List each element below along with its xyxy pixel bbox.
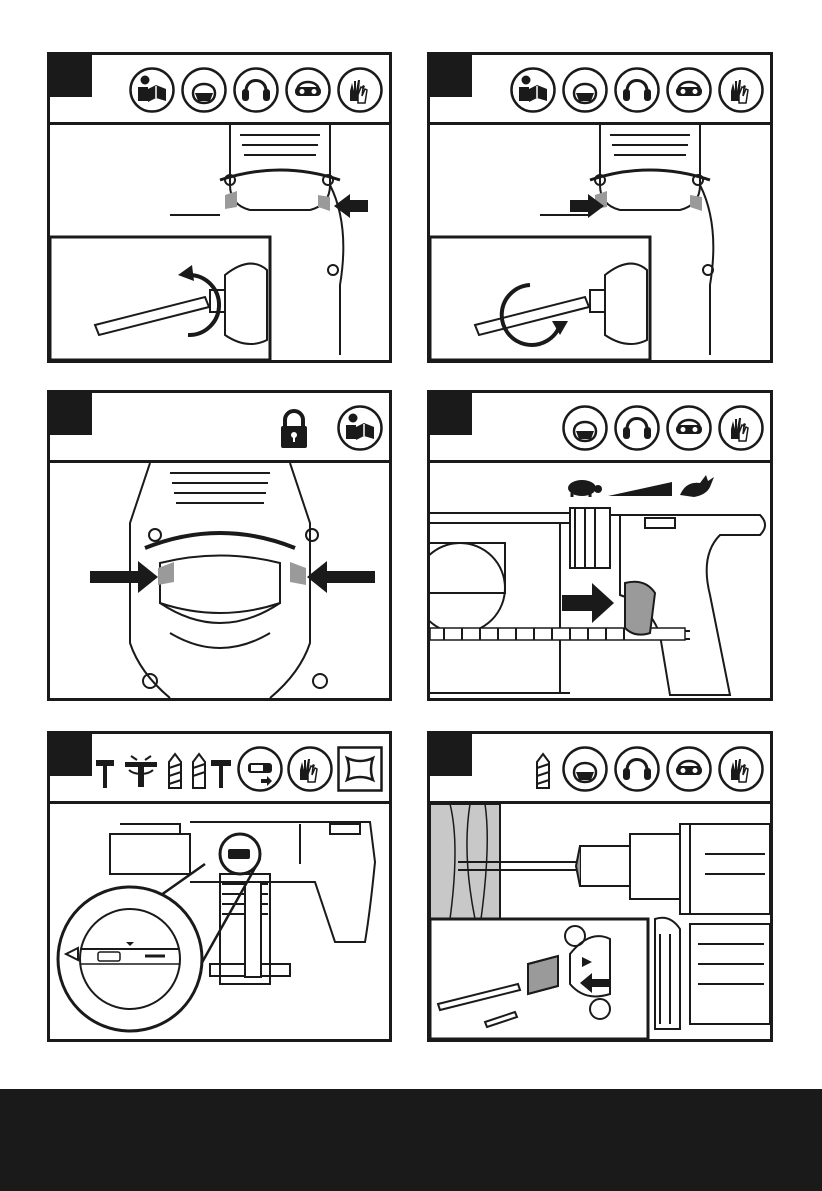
step-panel-6 [427, 731, 773, 1042]
safety-icons [129, 67, 383, 113]
ear-protection-icon [614, 67, 660, 113]
mode-switch-icon [237, 746, 283, 792]
step-panel-5 [47, 731, 392, 1042]
step-panel-2 [427, 52, 773, 363]
footer-bar [0, 1089, 822, 1191]
panel-header [430, 55, 770, 125]
panel-header [50, 55, 389, 125]
gloves-icon [337, 67, 383, 113]
step-number [50, 55, 92, 97]
speed-bars-icon [608, 482, 672, 496]
illustration-lock-cover [430, 125, 770, 360]
drill-bit-icon [165, 746, 185, 792]
ear-protection-icon [233, 67, 279, 113]
manual-icon [337, 405, 383, 451]
material-icon [337, 746, 383, 792]
illustration-release-cover [50, 125, 389, 360]
hammer-icon [93, 746, 117, 792]
rabbit-icon [680, 475, 714, 497]
goggles-icon [285, 67, 331, 113]
safety-icons [530, 746, 764, 792]
dust-mask-icon [562, 67, 608, 113]
step-number [50, 393, 92, 435]
step-number [430, 55, 472, 97]
step-panel-4 [427, 390, 773, 701]
panel-header [430, 393, 770, 463]
illustration-cover-latches [50, 463, 389, 698]
panel-header [50, 734, 389, 804]
dust-mask-icon [562, 405, 608, 451]
goggles-icon [666, 67, 712, 113]
goggles-icon [666, 405, 712, 451]
padlock-icon [271, 405, 317, 451]
gloves-icon [287, 746, 333, 792]
ear-protection-icon [614, 405, 660, 451]
ear-protection-icon [614, 746, 660, 792]
illustration-insert-bit [430, 804, 770, 1039]
panel-header [430, 734, 770, 804]
step-number [430, 393, 472, 435]
dust-mask-icon [562, 746, 608, 792]
panel-header [50, 393, 389, 463]
manual-icon [129, 67, 175, 113]
goggles-icon [666, 746, 712, 792]
manual-icon [510, 67, 556, 113]
chisel-icon [121, 746, 161, 792]
illustration-trigger [430, 463, 770, 698]
turtle-icon [568, 480, 602, 497]
gloves-icon [718, 405, 764, 451]
hammer-drill-icon [189, 746, 233, 792]
gloves-icon [718, 67, 764, 113]
mode-icons [93, 746, 383, 792]
dust-mask-icon [181, 67, 227, 113]
safety-icons [271, 405, 383, 451]
gloves-icon [718, 746, 764, 792]
step-number [50, 734, 92, 776]
safety-icons [562, 405, 764, 451]
step-panel-1 [47, 52, 392, 363]
step-number [430, 734, 472, 776]
step-panel-3 [47, 390, 392, 701]
illustration-mode-selector [50, 804, 389, 1039]
drill-bit-icon [530, 746, 556, 792]
safety-icons [510, 67, 764, 113]
